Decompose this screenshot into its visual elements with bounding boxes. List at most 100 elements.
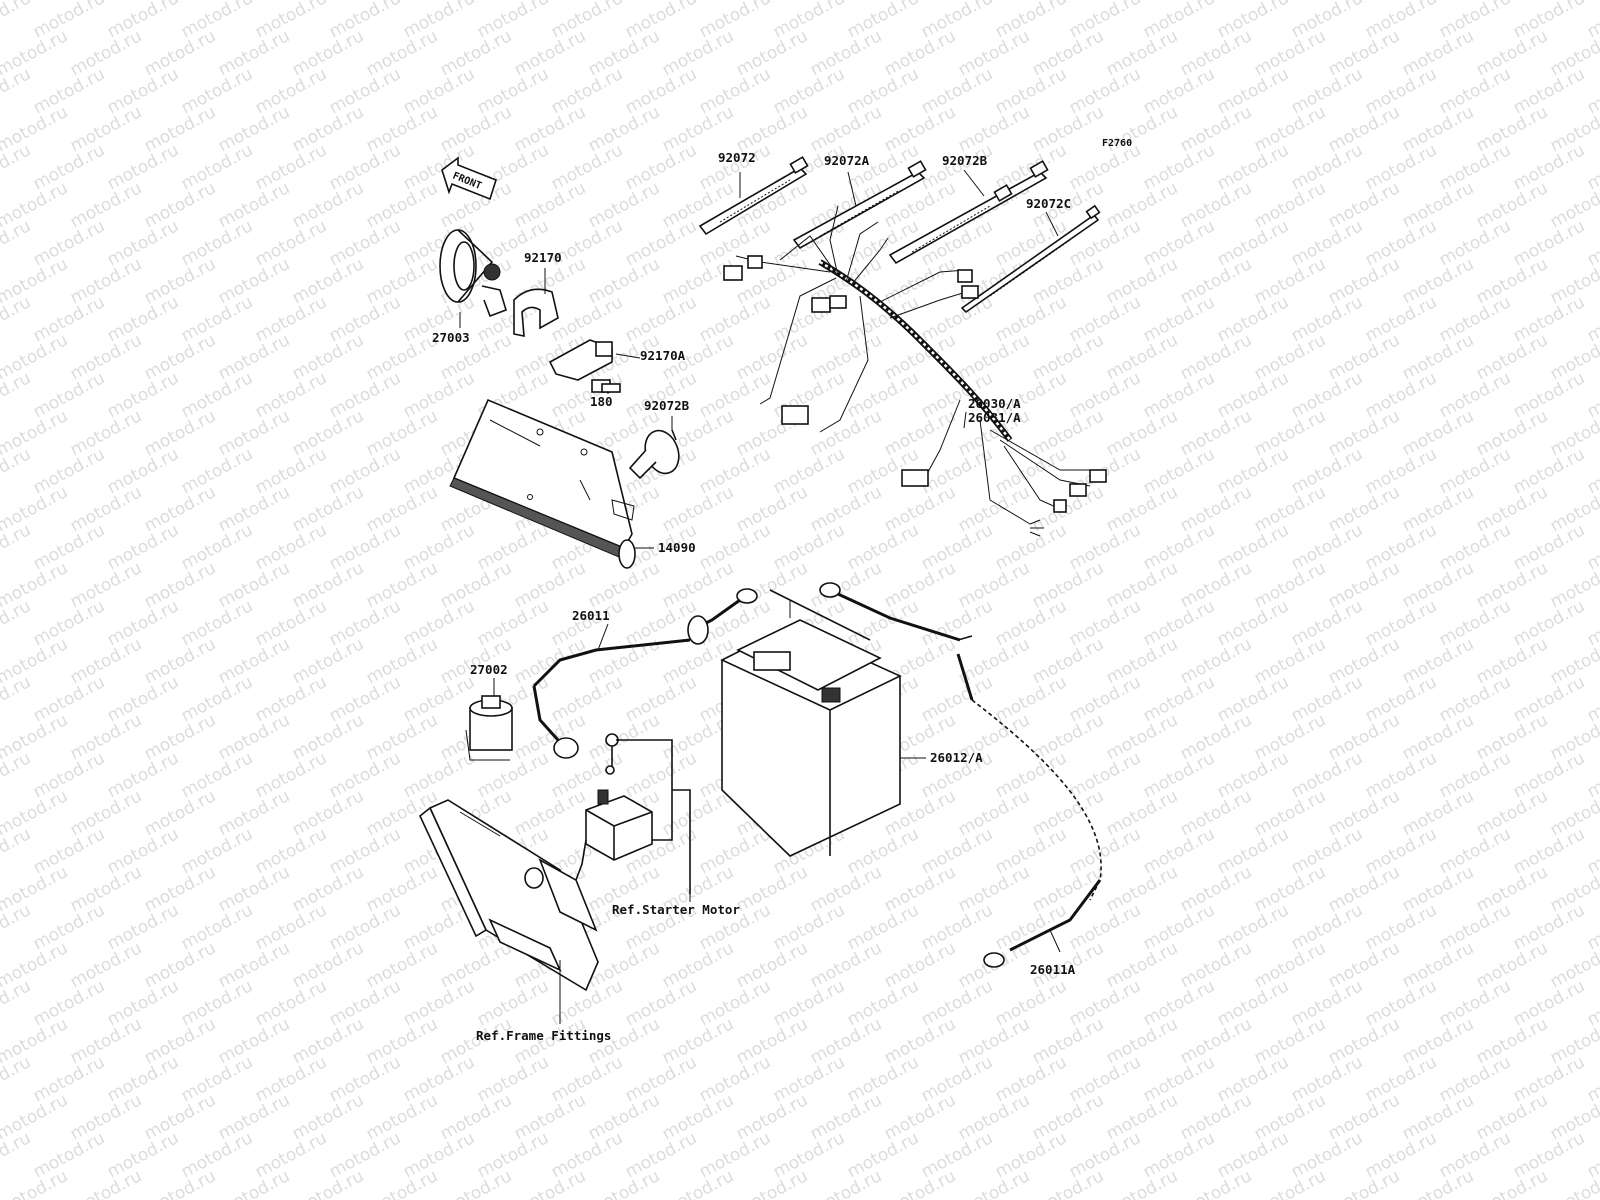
watermark-text: motod.ru — [1584, 140, 1600, 194]
watermark-text: motod.ru — [1140, 292, 1218, 346]
watermark-text: motod.ru — [326, 976, 404, 1030]
watermark-text: motod.ru — [1177, 178, 1255, 232]
watermark-text: motod.ru — [1214, 368, 1292, 422]
watermark-text: motod.ru — [733, 1090, 811, 1144]
watermark-text: motod.ru — [363, 1014, 441, 1068]
watermark-text: motod.ru — [733, 862, 811, 916]
watermark-text: motod.ru — [252, 672, 330, 726]
watermark-text: motod.ru — [1103, 862, 1181, 916]
watermark-text: motod.ru — [622, 64, 700, 118]
cable-tie-92072b-top — [888, 160, 1049, 265]
watermark-text: motod.ru — [67, 482, 145, 536]
watermark-text: motod.ru — [1473, 1090, 1551, 1144]
watermark-text: motod.ru — [1251, 254, 1329, 308]
watermark-text: motod.ru — [141, 26, 219, 80]
watermark-text: motod.ru — [178, 672, 256, 726]
watermark-text: motod.ru — [1214, 216, 1292, 270]
watermark-text: motod.ru — [363, 102, 441, 156]
watermark-text: motod.ru — [1140, 596, 1218, 650]
watermark-text: motod.ru — [215, 482, 293, 536]
watermark-text: motod.ru — [1436, 900, 1514, 954]
watermark-text: motod.ru — [141, 406, 219, 460]
watermark-text: motod.ru — [881, 1166, 959, 1200]
watermark-text: motod.ru — [1510, 140, 1588, 194]
label-92170a: 92170A — [640, 348, 686, 363]
watermark-text: motod.ru — [1399, 938, 1477, 992]
watermark-text: motod.ru — [955, 26, 1033, 80]
watermark-text: motod.ru — [1029, 102, 1107, 156]
watermark-text: motod.ru — [141, 102, 219, 156]
watermark-text: motod.ru — [511, 558, 589, 612]
label-92170: 92170 — [524, 250, 562, 265]
watermark-text: motod.ru — [1177, 26, 1255, 80]
watermark-text: motod.ru — [511, 102, 589, 156]
watermark-text: motod.ru — [141, 254, 219, 308]
watermark-text: motod.ru — [1066, 520, 1144, 574]
watermark-text: motod.ru — [363, 710, 441, 764]
watermark-text: motod.ru — [252, 824, 330, 878]
watermark-text: motod.ru — [1436, 596, 1514, 650]
watermark-text: motod.ru — [1288, 976, 1366, 1030]
watermark-text: motod.ru — [252, 596, 330, 650]
label-26031: 26031/A — [968, 410, 1021, 425]
watermark-text: motod.ru — [437, 1166, 515, 1200]
watermark-text: motod.ru — [67, 26, 145, 80]
watermark-text: motod.ru — [1251, 558, 1329, 612]
watermark-text: motod.ru — [1399, 330, 1477, 384]
watermark-text: motod.ru — [1399, 558, 1477, 612]
label-14090: 14090 — [658, 540, 696, 555]
watermark-text: motod.ru — [881, 862, 959, 916]
watermark-text: motod.ru — [696, 1052, 774, 1106]
watermark-text: motod.ru — [141, 710, 219, 764]
watermark-text: motod.ru — [770, 900, 848, 954]
watermark-text: motod.ru — [1473, 178, 1551, 232]
watermark-text: motod.ru — [1103, 178, 1181, 232]
watermark-text: motod.ru — [1214, 520, 1292, 574]
watermark-text: motod.ru — [733, 1166, 811, 1200]
watermark-text: motod.ru — [844, 976, 922, 1030]
watermark-text: motod.ru — [289, 558, 367, 612]
label-ref-frame-fittings: Ref.Frame Fittings — [476, 1028, 611, 1043]
watermark-text: motod.ru — [30, 596, 108, 650]
watermark-text: motod.ru — [252, 292, 330, 346]
watermark-text: motod.ru — [807, 102, 885, 156]
watermark-text: motod.ru — [1399, 26, 1477, 80]
watermark-text: motod.ru — [844, 520, 922, 574]
relay-27002 — [465, 695, 513, 761]
watermark-text: motod.ru — [1436, 520, 1514, 574]
watermark-text: motod.ru — [1140, 216, 1218, 270]
watermark-text: motod.ru — [1140, 64, 1218, 118]
watermark-text: motod.ru — [326, 444, 404, 498]
watermark-text: motod.ru — [881, 1014, 959, 1068]
watermark-text: motod.ru — [326, 748, 404, 802]
watermark-text: motod.ru — [511, 786, 589, 840]
watermark-text: motod.ru — [141, 786, 219, 840]
watermark-text: motod.ru — [326, 368, 404, 422]
watermark-text: motod.ru — [1473, 558, 1551, 612]
watermark-text: motod.ru — [104, 672, 182, 726]
watermark-text: motod.ru — [67, 710, 145, 764]
watermark-text: motod.ru — [696, 292, 774, 346]
watermark-text: motod.ru — [1436, 824, 1514, 878]
watermark-text: motod.ru — [622, 140, 700, 194]
watermark-text: motod.ru — [992, 596, 1070, 650]
watermark-text: motod.ru — [1251, 178, 1329, 232]
watermark-text: motod.ru — [1510, 824, 1588, 878]
watermark-text: motod.ru — [67, 786, 145, 840]
watermark-text: motod.ru — [918, 64, 996, 118]
watermark-text: motod.ru — [548, 292, 626, 346]
watermark-text: motod.ru — [252, 140, 330, 194]
watermark-text: motod.ru — [1362, 748, 1440, 802]
watermark-text: motod.ru — [659, 178, 737, 232]
watermark-text: motod.ru — [1362, 216, 1440, 270]
watermark-text: motod.ru — [1325, 1090, 1403, 1144]
watermark-text: motod.ru — [215, 938, 293, 992]
watermark-text: motod.ru — [1251, 710, 1329, 764]
watermark-text: motod.ru — [400, 64, 478, 118]
watermark-text: motod.ru — [252, 368, 330, 422]
watermark-text: motod.ru — [918, 292, 996, 346]
watermark-text: motod.ru — [363, 254, 441, 308]
watermark-text: motod.ru — [807, 406, 885, 460]
watermark-text: motod.ru — [1436, 64, 1514, 118]
watermark-text: motod.ru — [548, 1052, 626, 1106]
